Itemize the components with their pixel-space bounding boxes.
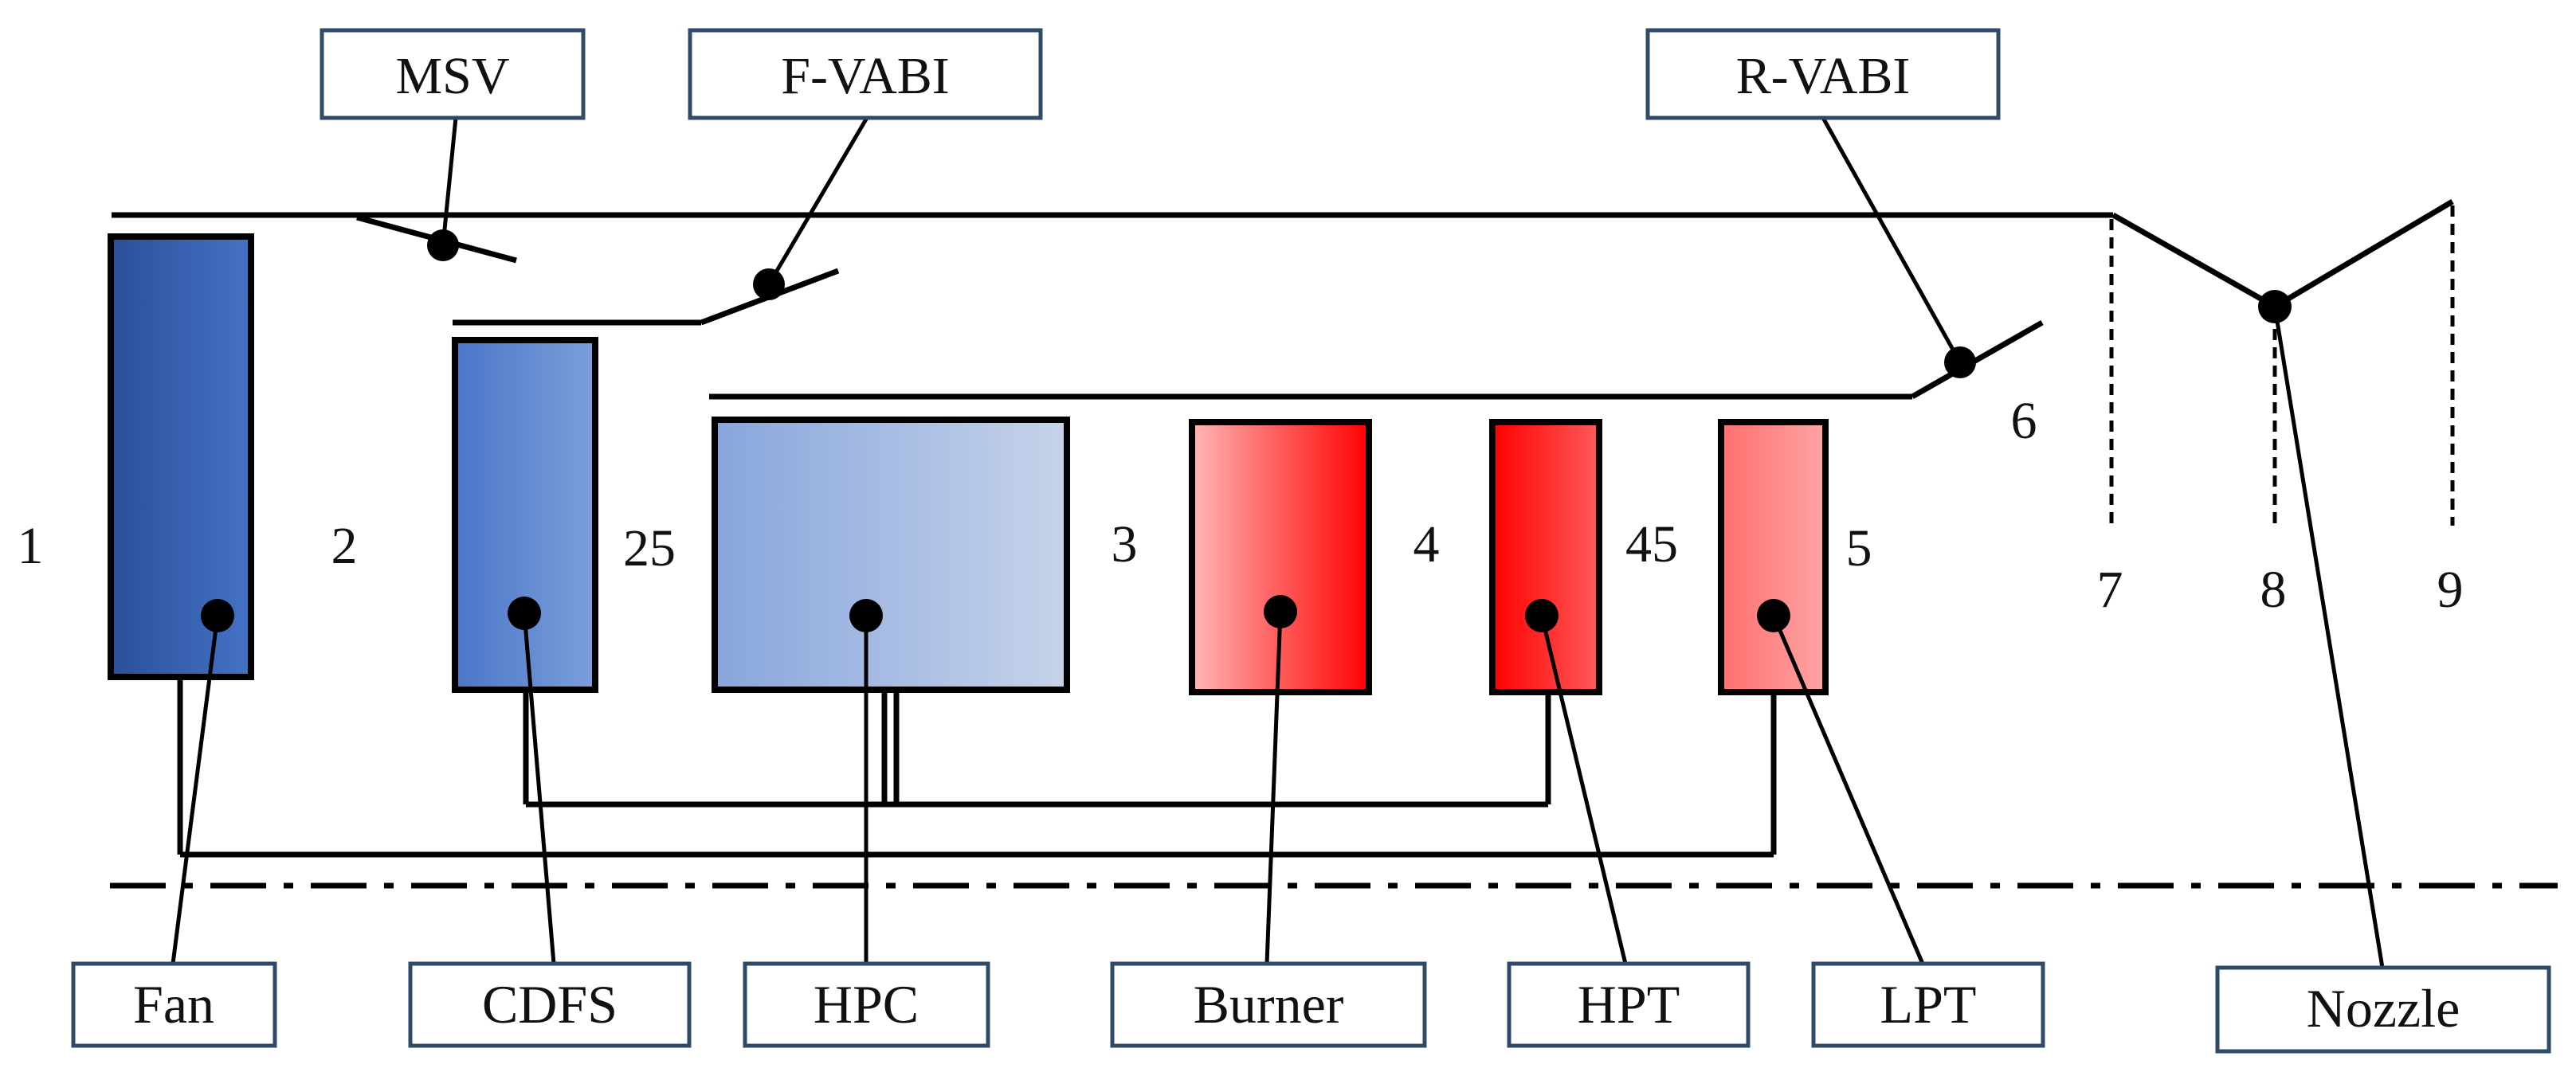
station-45: 45 [1625, 515, 1678, 573]
cdfs-label-text: CDFS [482, 974, 618, 1035]
station-6: 6 [2011, 392, 2037, 450]
f-vabi-label-text: F-VABI [781, 47, 950, 105]
hp-shaft [523, 690, 1551, 808]
r-vabi-label: R-VABI [1645, 28, 2001, 120]
station-numbers: 1 2 25 3 4 45 5 6 7 8 9 [18, 392, 2464, 619]
lp-shaft [177, 677, 1777, 858]
station-5: 5 [1846, 519, 1872, 577]
station-1: 1 [18, 517, 44, 575]
f-vabi-label: F-VABI [688, 28, 1043, 120]
msv-valve-symbol [356, 214, 517, 264]
station-3: 3 [1112, 515, 1138, 573]
station-2: 2 [331, 517, 358, 575]
hpc-block [712, 417, 1070, 693]
fan-label: Fan [71, 961, 277, 1048]
station-4: 4 [1413, 515, 1440, 573]
bypass-duct [453, 268, 840, 326]
burner-label-text: Burner [1194, 974, 1344, 1035]
lpt-label: LPT [1811, 961, 2045, 1048]
fan-label-text: Fan [133, 974, 214, 1035]
msv-label-text: MSV [395, 47, 509, 105]
cdfs-label: CDFS [408, 961, 692, 1048]
component-leader-lines [171, 306, 2385, 968]
outer-casing [112, 198, 2454, 310]
hpt-label: HPT [1507, 961, 1751, 1048]
hpc-label: HPC [743, 961, 990, 1048]
r-vabi-label-text: R-VABI [1736, 47, 1911, 105]
hpt-label-text: HPT [1578, 974, 1680, 1035]
nozzle-label: Nozzle [2215, 965, 2551, 1054]
station-7: 7 [2097, 561, 2123, 619]
valve-leader-lines [441, 116, 1962, 364]
lpt-label-text: LPT [1880, 974, 1977, 1035]
station-8: 8 [2260, 561, 2287, 619]
hpc-label-text: HPC [814, 974, 919, 1035]
station-9: 9 [2437, 561, 2464, 619]
station-25: 25 [623, 519, 676, 577]
msv-label: MSV [320, 28, 586, 120]
nozzle-label-text: Nozzle [2307, 978, 2460, 1039]
burner-label: Burner [1110, 961, 1427, 1048]
lpt-block [1718, 419, 1829, 695]
station-dashed-lines [2109, 205, 2455, 526]
hpt-block [1489, 419, 1602, 695]
core-duct [709, 319, 2044, 400]
